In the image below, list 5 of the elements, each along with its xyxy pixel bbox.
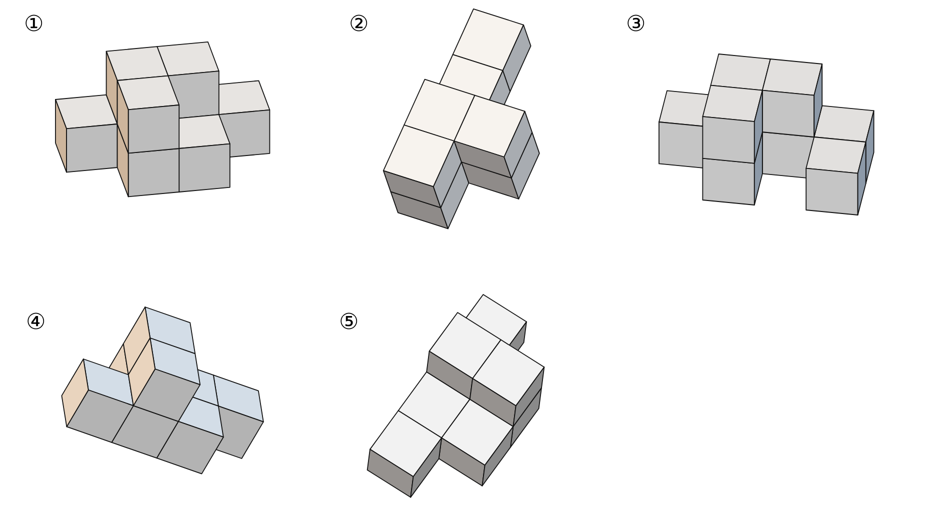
figure-number: ①	[24, 14, 44, 36]
figure-number: ⑤	[339, 312, 359, 334]
figure-number: ④	[26, 312, 46, 334]
figure-number: ③	[626, 14, 646, 36]
figure-number: ②	[349, 14, 369, 36]
